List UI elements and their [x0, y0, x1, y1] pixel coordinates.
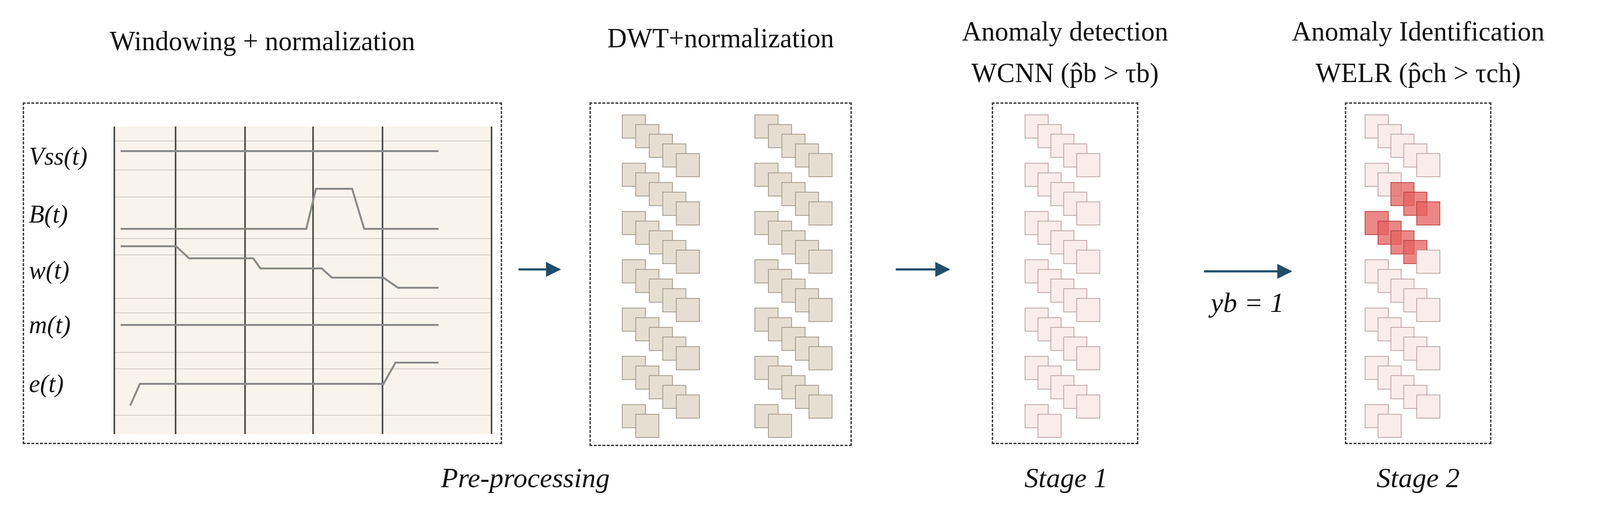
- coefficient-square: [1038, 413, 1062, 438]
- stage-heading: DWT+normalization: [607, 24, 835, 52]
- stage-heading: Windowing + normalization: [109, 27, 416, 55]
- coefficient-square: [808, 346, 833, 370]
- stage-criterion: WELR (p̂ch > τch): [1315, 59, 1521, 87]
- stage-heading: Anomaly Identification: [1291, 17, 1545, 45]
- coefficient-square: [808, 153, 833, 177]
- coefficient-square: [768, 413, 792, 438]
- window-dividers: [114, 126, 492, 434]
- coefficient-square: [1076, 346, 1100, 370]
- flow-arrow: [1203, 270, 1291, 273]
- w-trace: [120, 246, 439, 288]
- coefficient-square: [808, 298, 833, 322]
- flow-arrow: [895, 268, 949, 271]
- coefficient-square: [676, 249, 700, 274]
- signal-traces: [120, 150, 439, 406]
- coefficient-square: [676, 394, 700, 418]
- coefficient-square: [1416, 249, 1440, 274]
- e-trace: [130, 362, 439, 406]
- coefficient-square: [1076, 153, 1100, 177]
- stage-heading: Anomaly detection: [961, 17, 1169, 45]
- signal-name: m(t): [28, 312, 71, 338]
- coefficient-square: [1416, 346, 1440, 370]
- signal-name: Vss(t): [28, 143, 88, 169]
- identification-box: Anomaly IdentificationWELR (p̂ch > τch): [1344, 102, 1492, 444]
- edge-condition: yb = 1: [1210, 288, 1285, 317]
- signal-name: w(t): [28, 257, 70, 283]
- stage-caption: Stage 1: [1024, 463, 1108, 492]
- flow-arrow: [518, 268, 560, 271]
- coefficient-square: [1416, 201, 1440, 225]
- m-trace: [120, 323, 439, 326]
- coefficient-square: [1076, 394, 1100, 418]
- stage-caption: Stage 2: [1376, 463, 1460, 492]
- coefficient-square: [1076, 201, 1100, 225]
- signal-name: B(t): [28, 201, 69, 227]
- coefficient-square: [808, 394, 833, 418]
- signal-panel: [114, 126, 492, 434]
- coefficient-square: [808, 249, 833, 274]
- coefficient-square: [635, 413, 659, 438]
- b-trace: [120, 188, 439, 229]
- row-gridlines: [114, 140, 492, 415]
- coefficient-square: [676, 153, 700, 177]
- coefficient-square: [1416, 298, 1440, 322]
- stage-criterion: WCNN (p̂b > τb): [971, 59, 1159, 87]
- coefficient-square: [676, 346, 700, 370]
- coefficient-square: [1076, 249, 1100, 274]
- coefficient-square: [1378, 413, 1402, 438]
- vss-trace: [120, 150, 439, 152]
- windowing-box: Windowing + normalization: [22, 102, 503, 444]
- coefficient-stacks: [622, 114, 1440, 438]
- signal-name: e(t): [28, 370, 64, 397]
- group-caption: Pre-processing: [440, 463, 610, 492]
- coefficient-square: [1076, 298, 1100, 322]
- coefficient-square: [1416, 153, 1440, 177]
- coefficient-square: [676, 298, 700, 322]
- coefficient-square: [1416, 394, 1440, 418]
- detection-box: Anomaly detectionWCNN (p̂b > τb): [991, 102, 1139, 444]
- coefficient-square: [808, 201, 833, 225]
- dwt-box: DWT+normalization: [589, 102, 852, 446]
- coefficient-square: [676, 201, 700, 225]
